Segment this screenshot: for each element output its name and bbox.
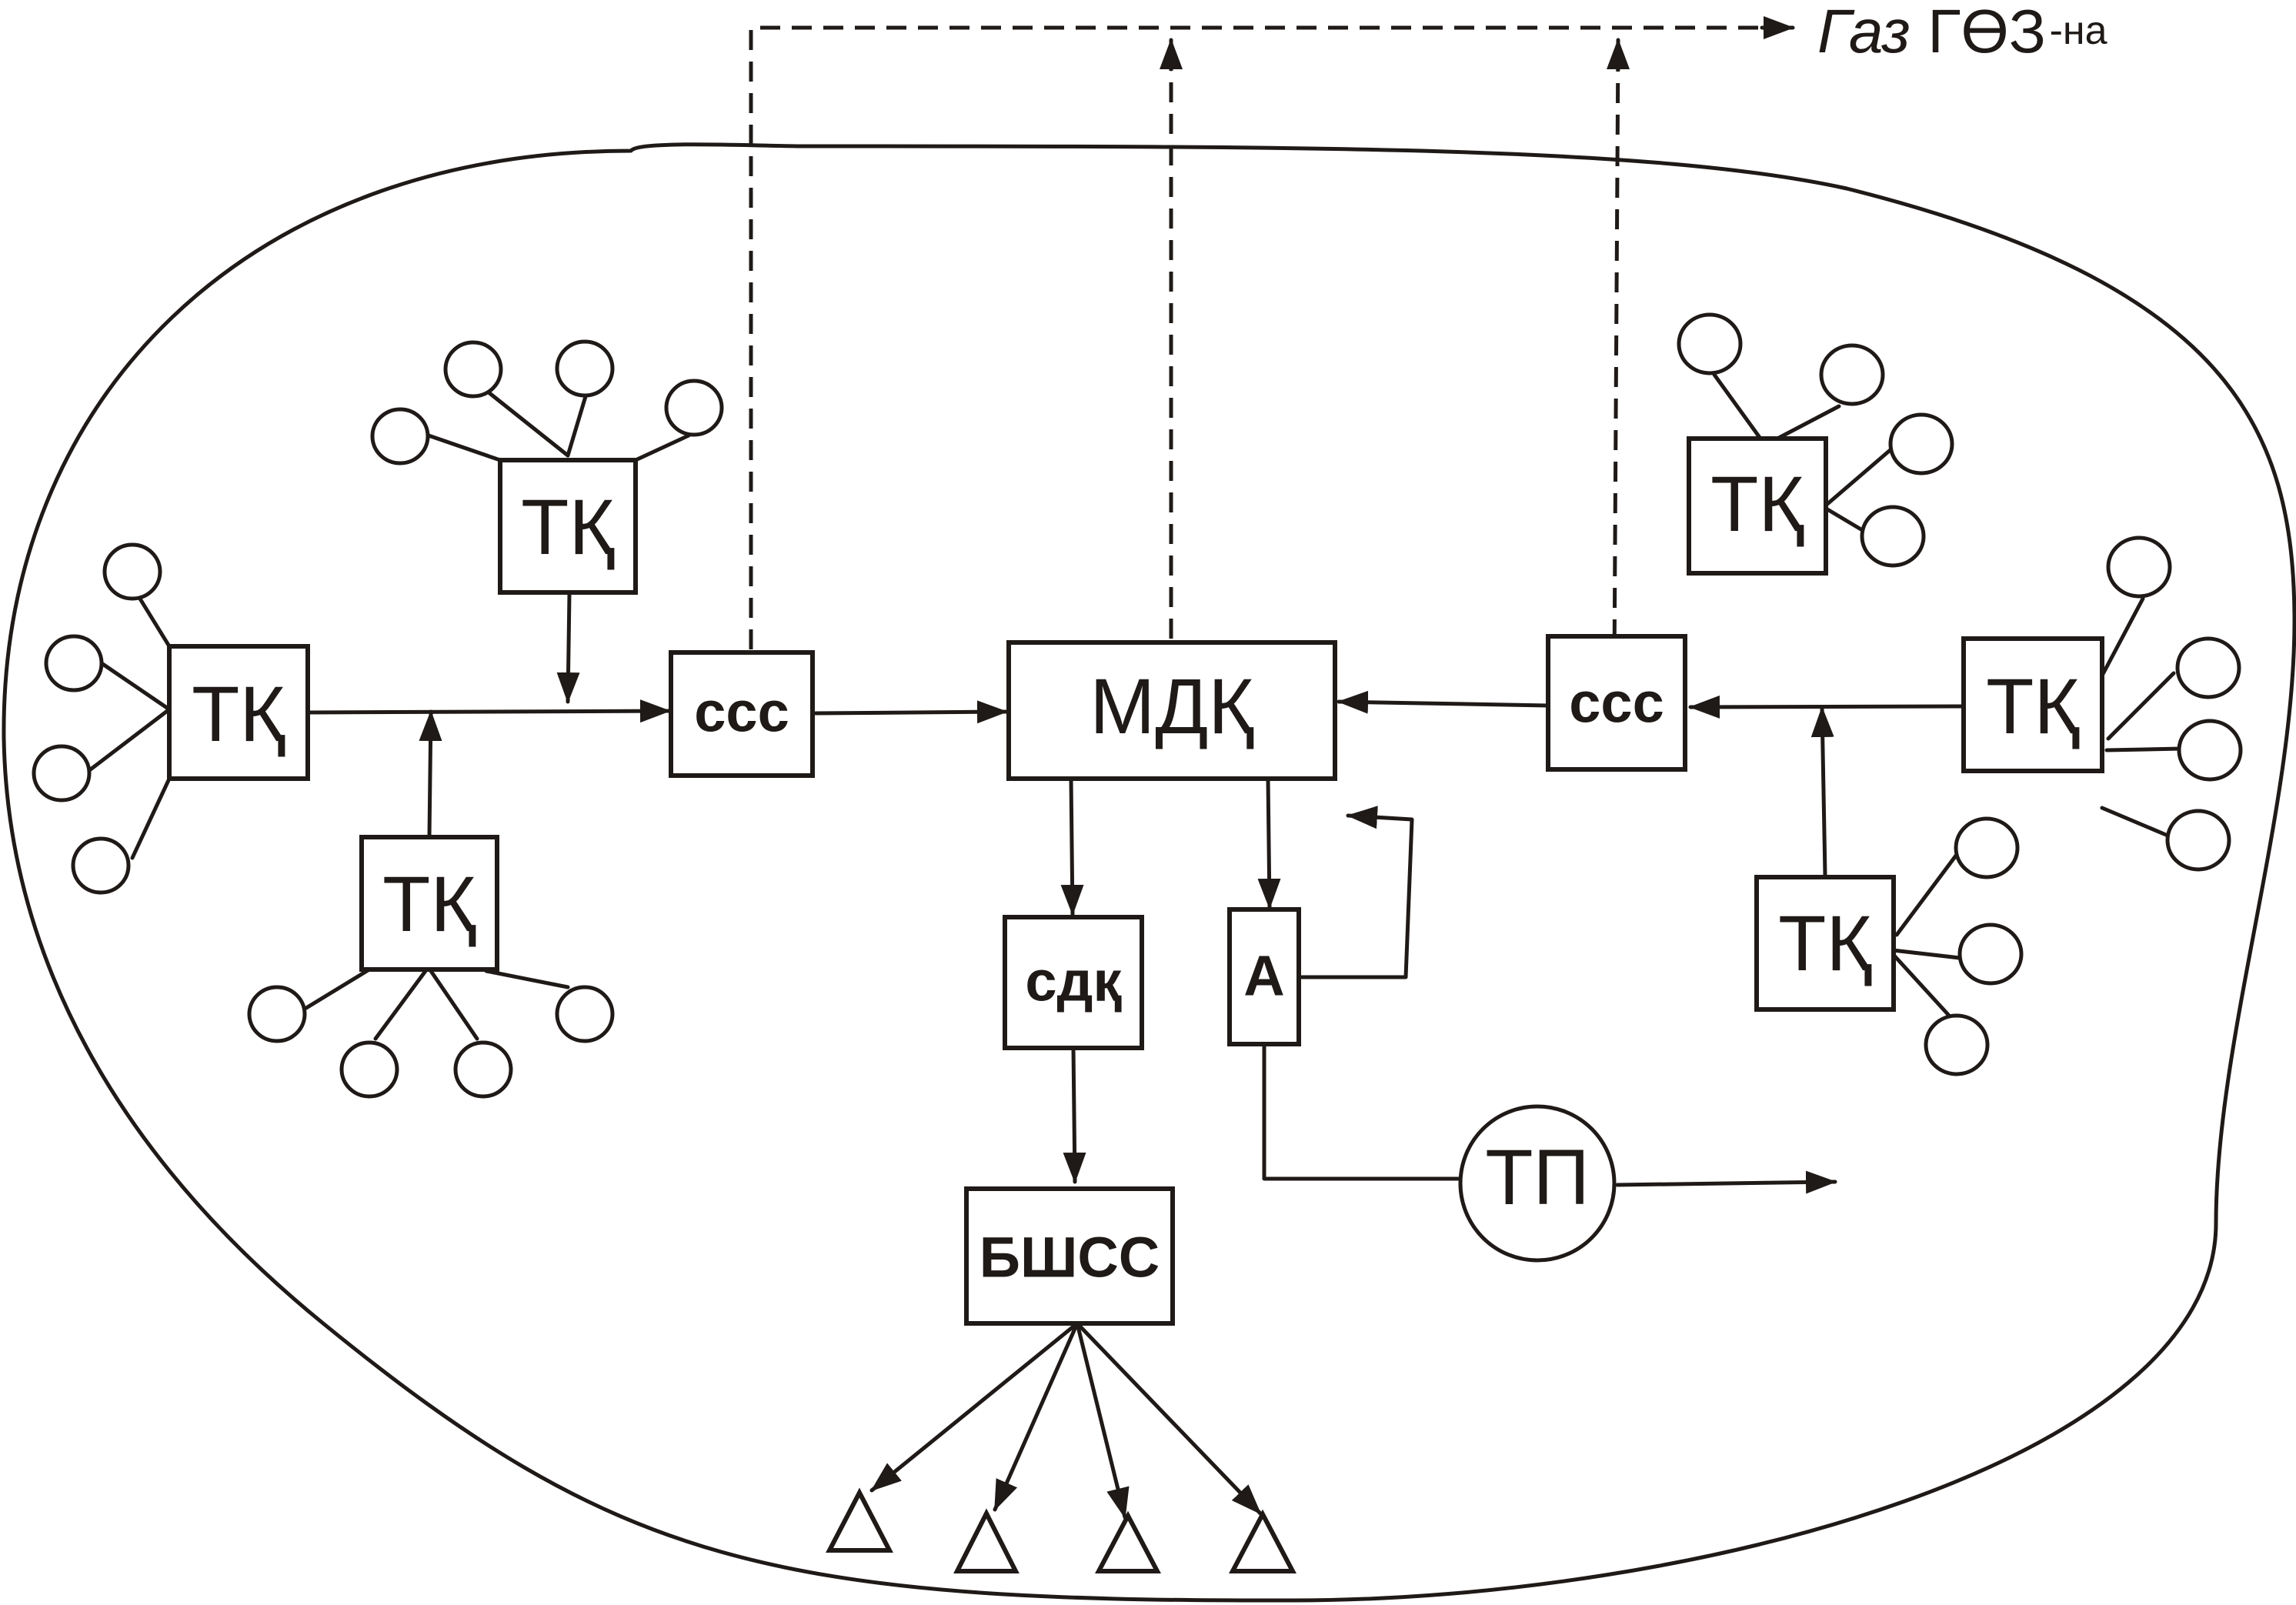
mdk-box: МДҚ [1006, 640, 1337, 781]
injection-well-icon [826, 1487, 893, 1553]
tk-box-left: ТҚ [167, 644, 310, 781]
sdk-box: сдқ [1003, 915, 1144, 1050]
ccc-label: ссс [694, 680, 789, 744]
injection-wells [826, 1487, 1297, 1573]
mdk-label: МДҚ [1090, 662, 1254, 750]
well-icon [555, 985, 615, 1043]
flow-sdk-to-bshss [1063, 1046, 1086, 1184]
field-boundary [2, 142, 2296, 1603]
tp-circle: ТП [1458, 1104, 1617, 1263]
upper-right-tk-wells [1677, 312, 1954, 568]
well-icon [1924, 1013, 1990, 1076]
ccc-box-left: ссс [669, 650, 815, 778]
a-label: А [1243, 944, 1284, 1008]
tk-box-upper-left: ТҚ [498, 458, 638, 595]
right-tk-spokes [2100, 596, 2184, 837]
left-tk-spokes [86, 594, 172, 860]
tk-label: ТҚ [1710, 460, 1804, 548]
a-box: А [1227, 907, 1301, 1046]
well-icon [44, 634, 104, 692]
flow-a-to-tp [1262, 1042, 1463, 1181]
well-icon [1819, 343, 1885, 406]
well-icon [443, 340, 503, 399]
gas-label-regular: ГӨЗ [1927, 0, 2046, 65]
flow-tp-out [1615, 1170, 1837, 1194]
flow-lower-tk-up [419, 709, 442, 839]
left-tk-wells [32, 542, 162, 895]
ccc-box-right: ссс [1546, 634, 1687, 772]
well-icon [102, 542, 162, 601]
tk-box-lower-right: ТҚ [1754, 875, 1896, 1012]
injection-well-icon [1229, 1509, 1297, 1573]
upper-right-tk-spokes [1712, 372, 1895, 533]
gas-label-italic: Газ [1817, 0, 1911, 65]
flow-bshss-to-inj-3 [1075, 1321, 1130, 1520]
well-icon [1860, 505, 1926, 568]
well-icon [1957, 923, 2024, 986]
gas-line-right-ccc [1612, 42, 1620, 672]
flow-bshss-to-inj-4 [1075, 1321, 1263, 1516]
well-icon [664, 379, 724, 437]
flow-lower-right-tk-up [1810, 706, 1834, 878]
tk-box-upper-right: ТҚ [1687, 436, 1828, 576]
bshss-box: БШСС [964, 1186, 1175, 1326]
well-icon [1888, 412, 1954, 475]
gas-label: Газ ГӨЗ -на [1817, 0, 2107, 65]
well-icon [555, 339, 615, 398]
lower-left-tk-spokes [304, 967, 570, 1041]
sdk-label: сдқ [1025, 949, 1122, 1013]
well-icon [71, 836, 131, 895]
flow-a-recycle [1300, 806, 1414, 979]
upper-left-tk-spokes [426, 390, 691, 462]
gas-label-suffix: -на [2050, 8, 2107, 53]
flow-ccc-to-mdk [813, 700, 1009, 724]
well-icon [453, 1040, 513, 1099]
tk-label: ТҚ [1778, 899, 1872, 987]
bshss-label: БШСС [979, 1226, 1160, 1290]
tk-box-lower-left: ТҚ [359, 835, 499, 972]
flow-lines [305, 592, 1964, 1520]
flow-mdk-to-a [1257, 776, 1281, 910]
gas-line-left-ccc [749, 25, 1793, 681]
flow-bshss-to-inj-2 [993, 1321, 1080, 1512]
tk-label: ТҚ [521, 483, 615, 571]
tk-label: ТҚ [192, 670, 285, 758]
upper-left-tk-wells [370, 339, 724, 465]
lower-right-tk-spokes [1891, 850, 1962, 1019]
well-icon [2177, 719, 2243, 782]
well-icon [2165, 809, 2231, 872]
well-icon [339, 1040, 399, 1099]
flow-upper-tk-down [556, 592, 580, 704]
flow-bshss-to-inj-1 [869, 1321, 1080, 1493]
flow-ccc-right-to-mdk [1337, 690, 1550, 714]
ccc-label: ссс [1569, 671, 1664, 735]
well-icon [1954, 816, 2020, 879]
tk-box-right: ТҚ [1961, 636, 2104, 773]
well-icon [370, 407, 430, 465]
flow-left-tk-to-ccc [305, 699, 672, 723]
well-icon [2175, 636, 2241, 699]
lower-right-tk-wells [1924, 816, 2024, 1076]
tk-label: ТҚ [382, 860, 476, 948]
tk-label: ТҚ [1986, 662, 2080, 750]
well-icon [1677, 312, 1743, 375]
well-icon [247, 985, 307, 1043]
lower-left-tk-wells [247, 985, 615, 1099]
injection-well-icon [953, 1508, 1020, 1573]
flow-mdk-to-sdk [1060, 776, 1084, 916]
tp-label: ТП [1485, 1133, 1590, 1221]
well-icon [32, 744, 92, 802]
flow-right-tk-to-ccc [1688, 695, 1964, 719]
injection-well-icon [1095, 1510, 1161, 1573]
well-icon [2106, 536, 2172, 599]
right-tk-wells [2106, 536, 2243, 872]
